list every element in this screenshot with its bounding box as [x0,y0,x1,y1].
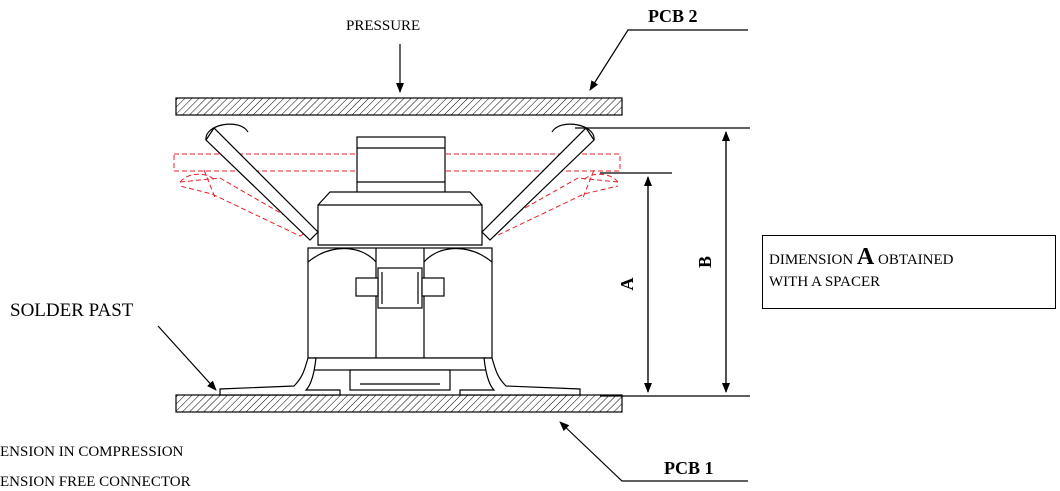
note-suffix: OBTAINED [878,252,954,268]
note-line-2: WITH A SPACER [769,274,881,290]
solder-label: SOLDER PAST [10,300,134,321]
dimension-b-label: B [695,256,715,268]
pcb-bottom-label: PCB 1 [664,458,714,478]
pcb-bottom-leader [559,421,748,482]
note-line-1: DIMENSION A OBTAINED [769,244,1055,271]
dimension-a-label: A [617,278,637,291]
spacer-note: DIMENSION A OBTAINED WITH A SPACER [762,235,1056,309]
pcb-top-label: PCB 2 [648,6,698,26]
note-prefix: DIMENSION [769,252,854,268]
legend-compression: ENSION IN COMPRESSION [0,444,184,460]
pressure-label: PRESSURE [346,18,420,34]
legend-free: ENSION FREE CONNECTOR [0,474,191,490]
solder-leader [157,325,217,391]
dimension-a [600,172,672,393]
connector-body [205,123,595,396]
pcb-top-board [175,97,623,116]
pcb-bottom-board [175,394,623,413]
dimension-b [575,127,750,397]
pcb-top-leader [589,29,748,91]
compressed-outline [173,153,621,237]
note-letter: A [856,244,875,270]
